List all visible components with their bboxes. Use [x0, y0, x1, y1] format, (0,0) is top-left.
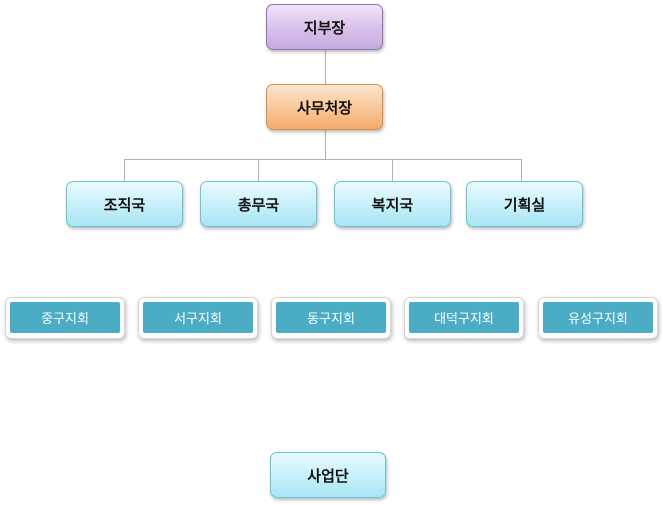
- branch-box-yuseonggu: 유성구지회: [538, 297, 658, 339]
- department-label: 복지국: [371, 195, 414, 214]
- branch-box-junggu: 중구지회: [5, 297, 125, 339]
- department-label: 기획실: [503, 195, 546, 214]
- department-box-general-affairs: 총무국: [200, 181, 317, 227]
- department-box-welfare: 복지국: [334, 181, 451, 227]
- branch-box-daedeokgu: 대덕구지회: [404, 297, 524, 339]
- department-label: 조직국: [103, 195, 146, 214]
- office-label: 사무처장: [296, 98, 353, 117]
- department-label: 총무국: [237, 195, 280, 214]
- department-box-organization: 조직국: [66, 181, 183, 227]
- office-box: 사무처장: [266, 84, 383, 130]
- branch-box-seogu: 서구지회: [138, 297, 258, 339]
- branch-label: 중구지회: [10, 302, 120, 333]
- department-box-planning: 기획실: [466, 181, 583, 227]
- head-box: 지부장: [266, 4, 383, 50]
- branch-label: 대덕구지회: [409, 302, 519, 333]
- head-label: 지부장: [303, 18, 346, 37]
- branch-label: 동구지회: [276, 302, 386, 333]
- branch-box-donggu: 동구지회: [271, 297, 391, 339]
- business-unit-box: 사업단: [270, 452, 386, 498]
- branch-label: 유성구지회: [543, 302, 653, 333]
- branch-label: 서구지회: [143, 302, 253, 333]
- business-unit-label: 사업단: [307, 466, 349, 485]
